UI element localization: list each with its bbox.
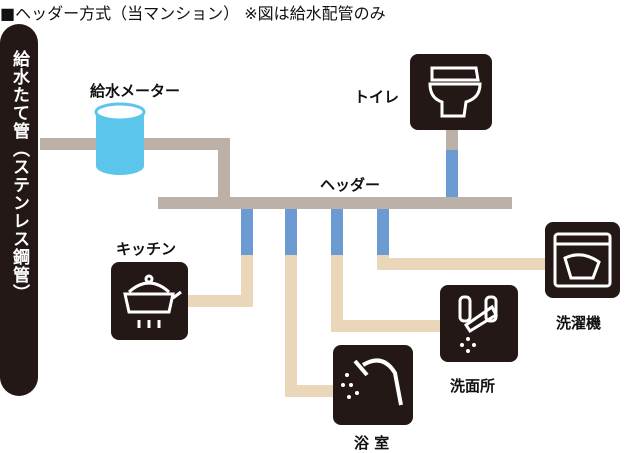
bath-pipe-h [285,385,335,397]
main-pipe-down [218,138,230,200]
sink-pipe [331,255,343,332]
bath-pipe [285,255,297,397]
washer-branch [377,209,389,255]
toilet-pipe-upper [446,128,458,150]
kitchen-icon [111,262,188,340]
kitchen-pipe-h [186,295,253,307]
sink-pipe-h [331,320,442,332]
sink-faucet-icon [440,285,518,362]
kitchen-label: キッチン [116,240,177,258]
header-label: ヘッダー [320,176,381,194]
water-meter-icon [94,102,146,175]
washing-machine-icon [545,222,620,298]
toilet-icon [410,54,492,130]
toilet-label: トイレ [354,88,400,106]
main-pipe-to-meter [40,138,100,150]
main-pipe-from-meter [140,138,230,150]
riser-label: 給水たて管（ステンレス鋼管） [9,50,29,302]
meter-label: 給水メーター [90,82,181,100]
diagram-title: ■ヘッダー方式（当マンション） ※図は給水配管のみ [0,4,386,23]
kitchen-pipe [241,255,253,307]
bath-branch [285,209,297,255]
header-bar [158,197,512,209]
washer-pipe-h [377,258,547,270]
toilet-branch [446,150,458,197]
water-riser-pipe: 給水たて管（ステンレス鋼管） [0,24,38,396]
kitchen-branch [241,209,253,255]
bath-shower-icon [333,345,413,425]
washer-label: 洗濯機 [556,314,602,332]
sink-label: 洗面所 [450,377,496,395]
bath-label: 浴 室 [354,434,390,452]
sink-branch [331,209,343,255]
